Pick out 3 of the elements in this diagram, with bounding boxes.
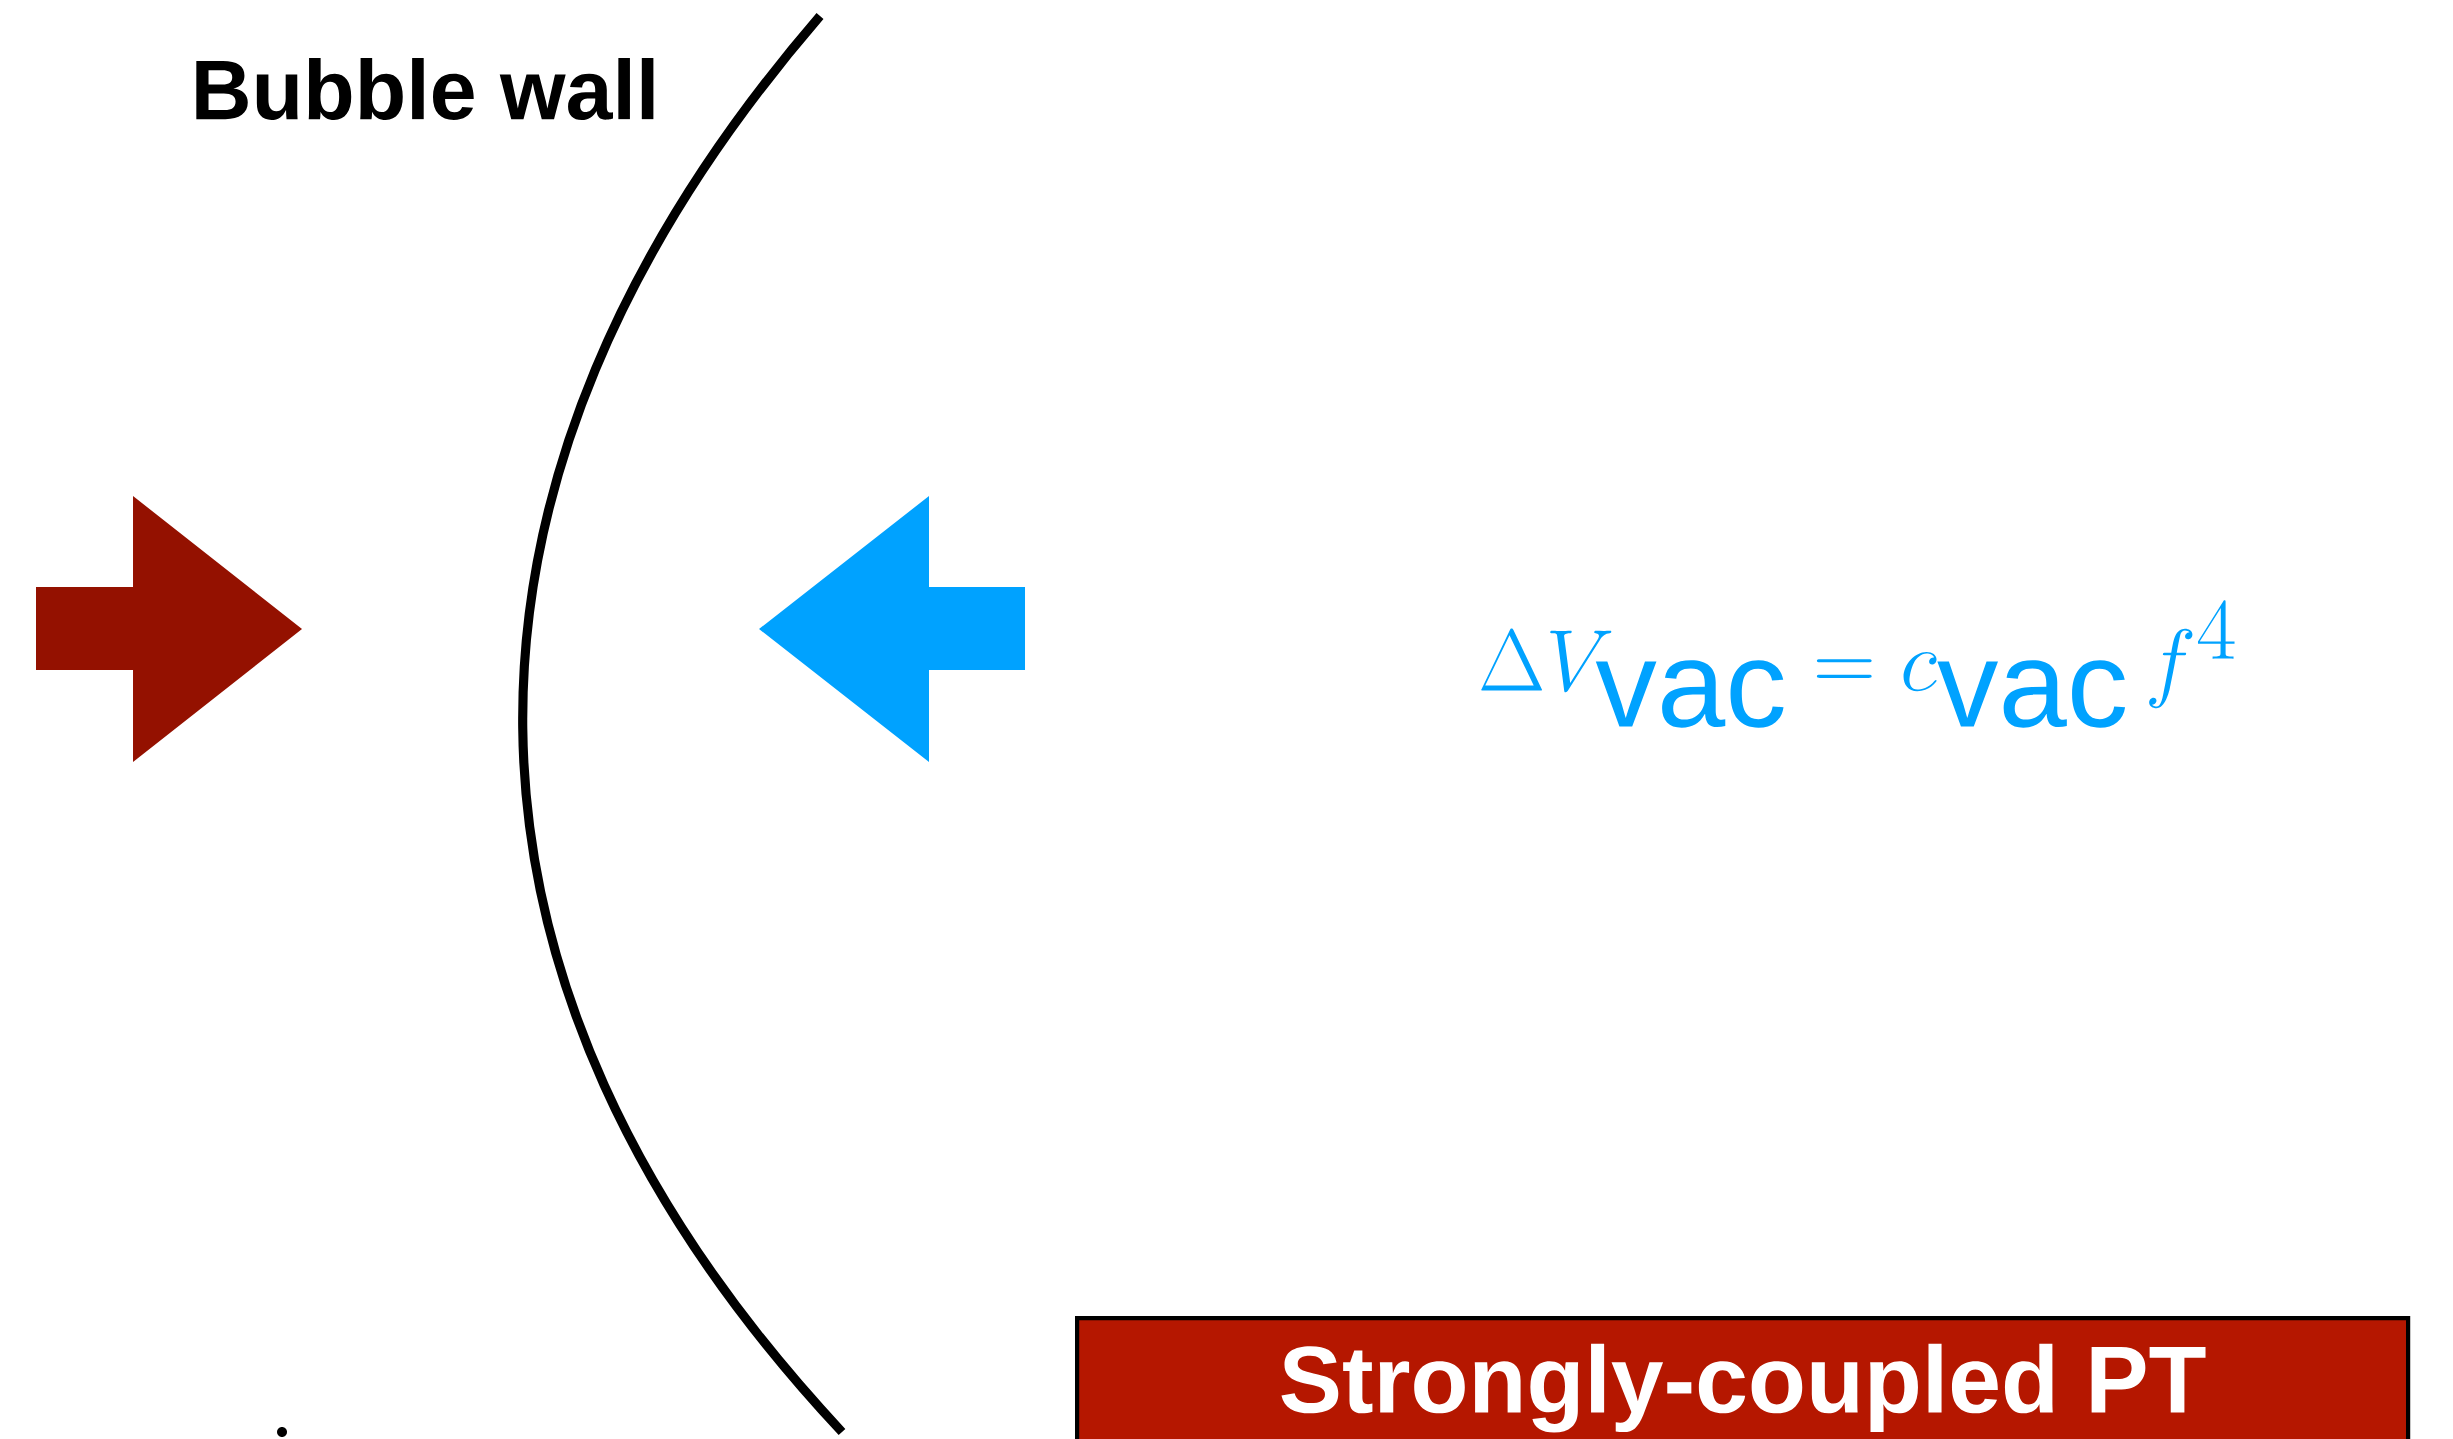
wall-label: Bubble wall [196, 58, 654, 120]
title-box: Strongly-coupled PT [1075, 1316, 2411, 1439]
formula: $\Delta V_{\rm vac} = c_{\rm vac}\, f^4$ [1481, 600, 2235, 728]
